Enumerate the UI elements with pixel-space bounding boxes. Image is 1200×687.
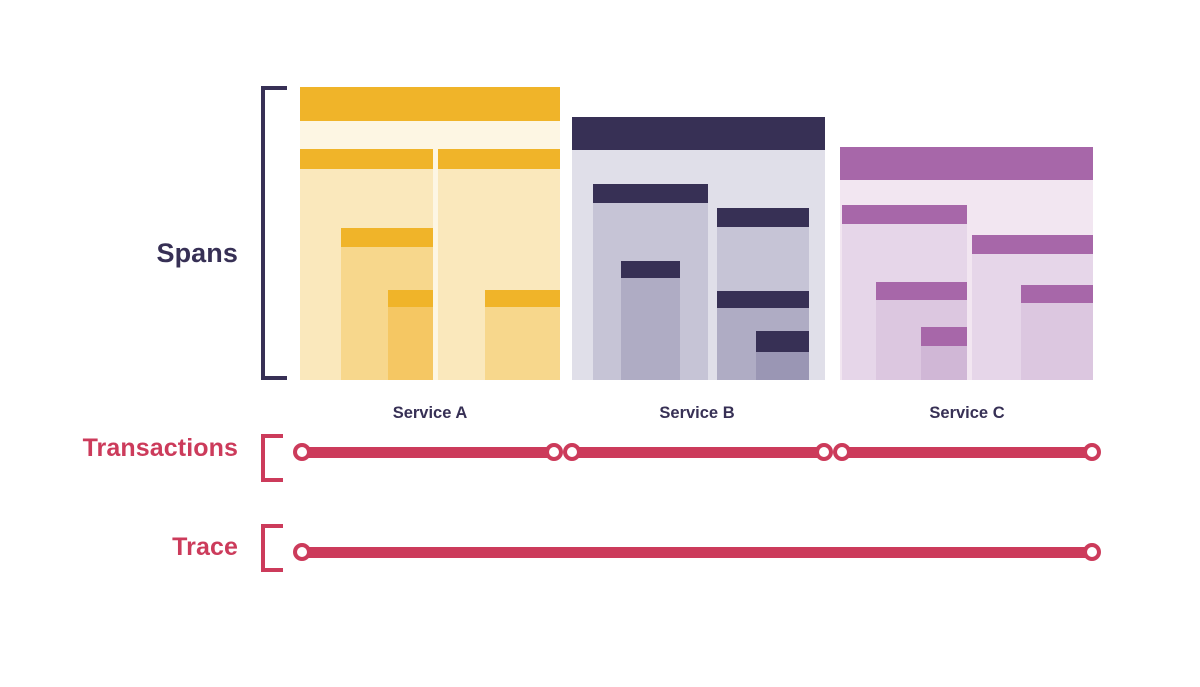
span-header [972,235,1093,254]
trace-bracket [261,524,283,572]
span-group-service-a [300,87,560,380]
trace-row-label: Trace [172,533,238,561]
span-bar-service-b-grandchild-span-1[interactable] [621,261,680,380]
span-header [840,147,1093,180]
span-header [1021,285,1093,303]
transaction-service-a-start-marker[interactable] [293,443,311,461]
span-group-service-b [572,117,825,380]
transaction-service-b[interactable] [567,447,829,458]
span-header [572,117,825,150]
span-header [756,331,809,352]
transaction-service-a-end-marker[interactable] [545,443,563,461]
transactions-bracket [261,434,283,482]
transaction-service-c-start-marker[interactable] [833,443,851,461]
span-header [876,282,967,300]
service-caption-a: Service A [392,404,468,422]
service-caption-c: Service C [929,404,1005,422]
span-header [438,149,560,169]
span-bar-service-b-leaf-span-1[interactable] [756,331,809,380]
span-header [717,208,809,227]
span-group-service-c [840,147,1093,380]
span-header [388,290,433,307]
span-header [717,291,809,308]
span-header [300,149,433,169]
trace-span[interactable] [297,547,1097,558]
transactions-row-label: Transactions [82,434,238,462]
transaction-service-b-start-marker[interactable] [563,443,581,461]
span-bar-service-c-grandchild-span-2[interactable] [1021,285,1093,380]
span-bar-service-a-grandchild-span-2[interactable] [485,290,560,380]
span-bar-service-c-leaf-span-1[interactable] [921,327,967,380]
spans-row-label: Spans [156,238,238,268]
span-header [921,327,967,346]
transaction-service-a[interactable] [297,447,559,458]
transaction-service-c[interactable] [837,447,1097,458]
trace-span-end-marker[interactable] [1083,543,1101,561]
span-header [300,87,560,121]
transaction-service-c-end-marker[interactable] [1083,443,1101,461]
spans-bracket [261,86,287,380]
span-header [485,290,560,307]
span-bar-service-a-leaf-span-1[interactable] [388,290,433,380]
service-caption-b: Service B [659,404,735,422]
transaction-service-b-end-marker[interactable] [815,443,833,461]
trace-span-start-marker[interactable] [293,543,311,561]
span-header [842,205,967,224]
span-header [341,228,433,247]
span-header [621,261,680,278]
span-header [593,184,708,203]
